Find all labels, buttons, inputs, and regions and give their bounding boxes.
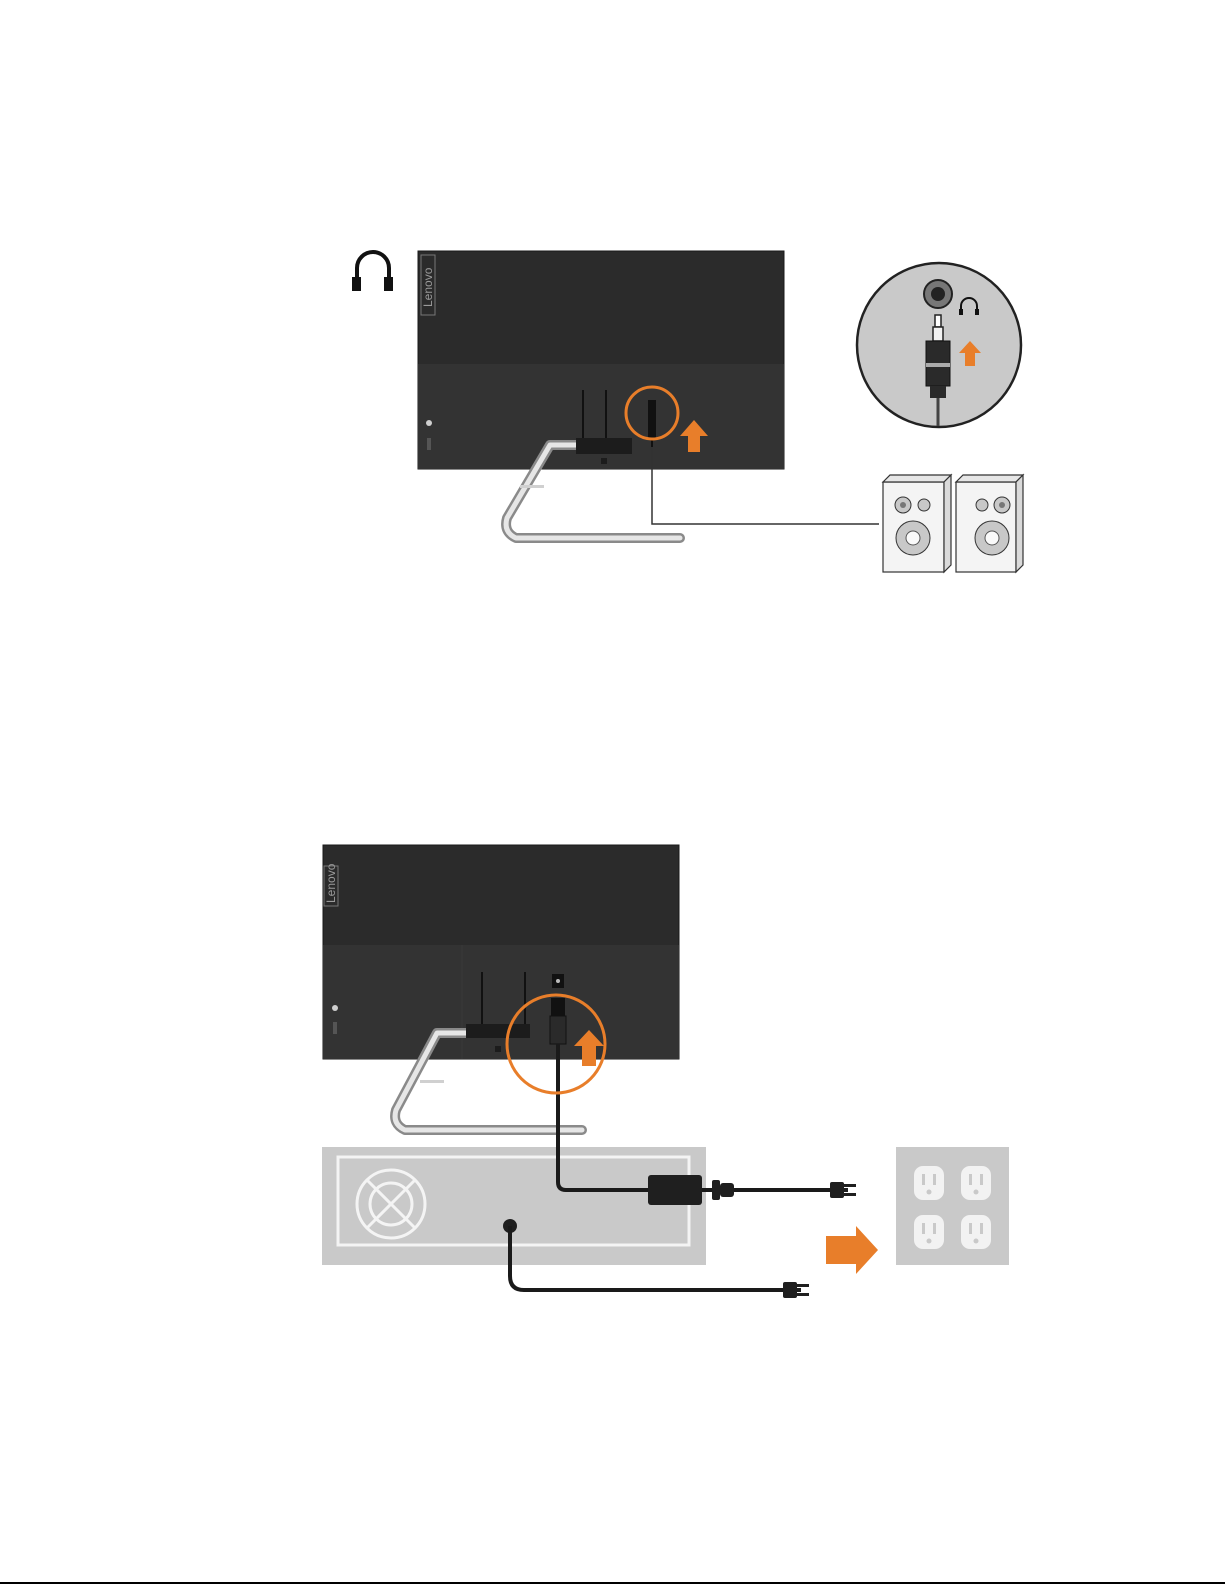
- dc-in-port: [551, 998, 565, 1016]
- power-indicator: [426, 420, 432, 426]
- right-speaker: [956, 475, 1023, 572]
- audio-jack-detail: [857, 263, 1021, 427]
- brand-label: Lenovo: [324, 863, 338, 903]
- ac-plug-icon: [783, 1282, 809, 1298]
- brand-label: Lenovo: [421, 267, 435, 307]
- right-arrow-icon: [826, 1226, 878, 1274]
- wall-outlet-icon: [896, 1147, 1009, 1265]
- speakers-icon: [883, 475, 1023, 572]
- outlet-socket: [914, 1215, 944, 1249]
- power-button: [333, 1022, 337, 1034]
- outlet-socket: [914, 1166, 944, 1200]
- ac-plug-icon: [830, 1182, 856, 1198]
- monitor-back: Lenovo: [418, 251, 784, 469]
- power-indicator: [332, 1005, 338, 1011]
- audio-connection-figure: Lenovo: [352, 251, 1023, 572]
- pc-unit: [322, 1147, 706, 1265]
- outlet-socket: [961, 1215, 991, 1249]
- headphone-icon: [352, 252, 393, 291]
- power-connection-figure: Lenovo: [322, 845, 1009, 1298]
- left-speaker: [883, 475, 951, 572]
- outlet-socket: [961, 1166, 991, 1200]
- power-adapter-icon: [648, 1175, 830, 1205]
- audio-jack-port: [648, 400, 656, 438]
- power-button: [427, 438, 431, 450]
